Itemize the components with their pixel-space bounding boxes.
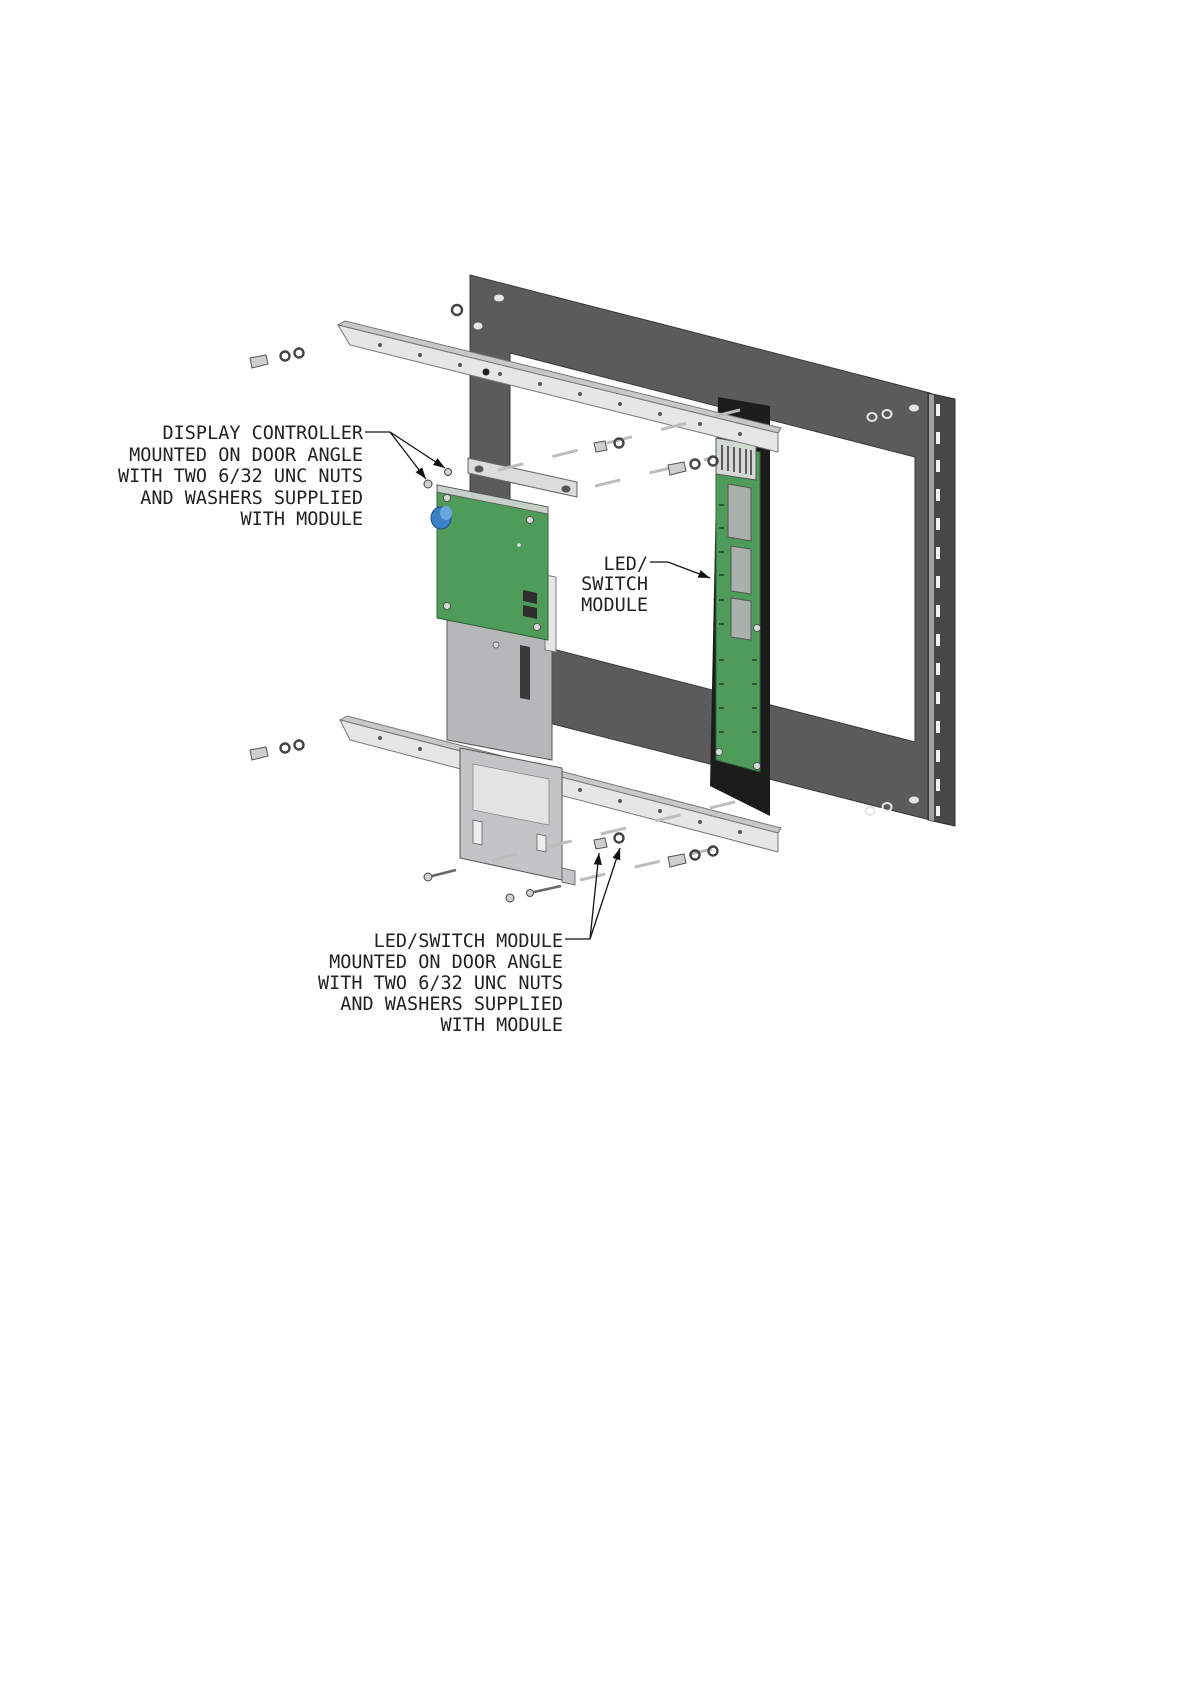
mounting-hole bbox=[618, 402, 622, 406]
mounting-hole bbox=[738, 830, 742, 834]
callout-line: AND WASHERS SUPPLIED bbox=[340, 994, 563, 1015]
hinge-slot bbox=[936, 518, 940, 530]
led-display-1 bbox=[728, 484, 751, 541]
controller-slot bbox=[520, 645, 530, 700]
controller-pcb-screw bbox=[534, 624, 541, 631]
mounting-hole bbox=[698, 820, 702, 824]
nut bbox=[424, 480, 432, 488]
callout-line: WITH TWO 6/32 UNC NUTS bbox=[118, 466, 363, 487]
screw-head bbox=[424, 873, 432, 881]
controller-metal-plate bbox=[447, 620, 552, 760]
frame-hole bbox=[909, 405, 919, 412]
hinge-slot bbox=[936, 750, 940, 762]
hinge-slot bbox=[936, 404, 940, 416]
mounting-hole bbox=[458, 363, 462, 367]
controller-clip bbox=[537, 834, 546, 852]
mounting-hole bbox=[578, 392, 582, 396]
hinge-slot bbox=[936, 806, 940, 816]
controller-pcb-screw bbox=[444, 603, 451, 610]
callout-line: MOUNTED ON DOOR ANGLE bbox=[129, 445, 363, 466]
hinge-slot bbox=[936, 663, 940, 675]
led-pcb-screw bbox=[754, 763, 761, 770]
led-pcb-screw bbox=[754, 625, 761, 632]
bracket-hole bbox=[562, 486, 571, 493]
nut bbox=[594, 838, 607, 849]
hinge-slot bbox=[936, 634, 940, 646]
mounting-hole bbox=[578, 788, 582, 792]
bracket-hole bbox=[475, 466, 484, 473]
hinge-slot bbox=[936, 489, 940, 501]
led-switch-module bbox=[710, 397, 770, 816]
mounting-hole bbox=[738, 432, 742, 436]
mounting-hole bbox=[378, 343, 382, 347]
mounting-hole bbox=[618, 799, 622, 803]
mounting-hole bbox=[658, 412, 662, 416]
mounting-hole bbox=[483, 369, 490, 376]
callout-line: LED/ bbox=[603, 554, 648, 575]
mounting-hole bbox=[378, 736, 382, 740]
callout-line: LED/SWITCH MODULE bbox=[374, 931, 563, 952]
controller-plate-screw bbox=[493, 642, 499, 648]
callout-line: WITH TWO 6/32 UNC NUTS bbox=[318, 973, 563, 994]
adjustment-knob bbox=[431, 506, 452, 529]
hinge-slot bbox=[936, 576, 940, 588]
controller-tab bbox=[562, 868, 575, 885]
led-display-3 bbox=[731, 598, 751, 640]
knob-top bbox=[440, 506, 452, 520]
controller-pcb-screw bbox=[444, 495, 451, 502]
nut bbox=[445, 469, 452, 476]
mounting-hole bbox=[418, 353, 422, 357]
callout-line: MOUNTED ON DOOR ANGLE bbox=[329, 952, 563, 973]
hinge-slot bbox=[936, 605, 940, 617]
callout-line: AND WASHERS SUPPLIED bbox=[140, 488, 363, 509]
frame-hole bbox=[494, 295, 504, 302]
hinge-slot bbox=[936, 692, 940, 704]
mounting-hole bbox=[658, 809, 662, 813]
hinge-slot bbox=[936, 547, 940, 559]
mounting-hole bbox=[418, 747, 422, 751]
callout-line: SWITCH bbox=[581, 574, 648, 595]
callout-line: WITH MODULE bbox=[240, 509, 363, 530]
led-display-2 bbox=[731, 546, 751, 594]
screw-head bbox=[527, 890, 534, 897]
frame-hole bbox=[909, 797, 919, 804]
nut bbox=[594, 441, 607, 452]
callout-line: MODULE bbox=[581, 595, 648, 616]
callout-line: WITH MODULE bbox=[440, 1015, 563, 1036]
controller-pcb-screw bbox=[527, 517, 534, 524]
mounting-hole bbox=[538, 382, 542, 386]
hinge-slot bbox=[936, 460, 940, 472]
controller-clip bbox=[473, 820, 482, 845]
hinge-slot bbox=[936, 779, 940, 791]
led-pcb-screw bbox=[716, 749, 723, 756]
callout-line: DISPLAY CONTROLLER bbox=[163, 423, 364, 444]
door-hinge-pin bbox=[929, 394, 934, 821]
mounting-hole bbox=[498, 372, 502, 376]
screw-head bbox=[506, 894, 514, 902]
controller-pcb-led bbox=[517, 543, 521, 547]
hinge-slots bbox=[936, 404, 940, 816]
mounting-hole bbox=[698, 422, 702, 426]
hinge-slot bbox=[936, 432, 940, 444]
frame-hole bbox=[474, 323, 483, 330]
hinge-slot bbox=[936, 721, 940, 733]
